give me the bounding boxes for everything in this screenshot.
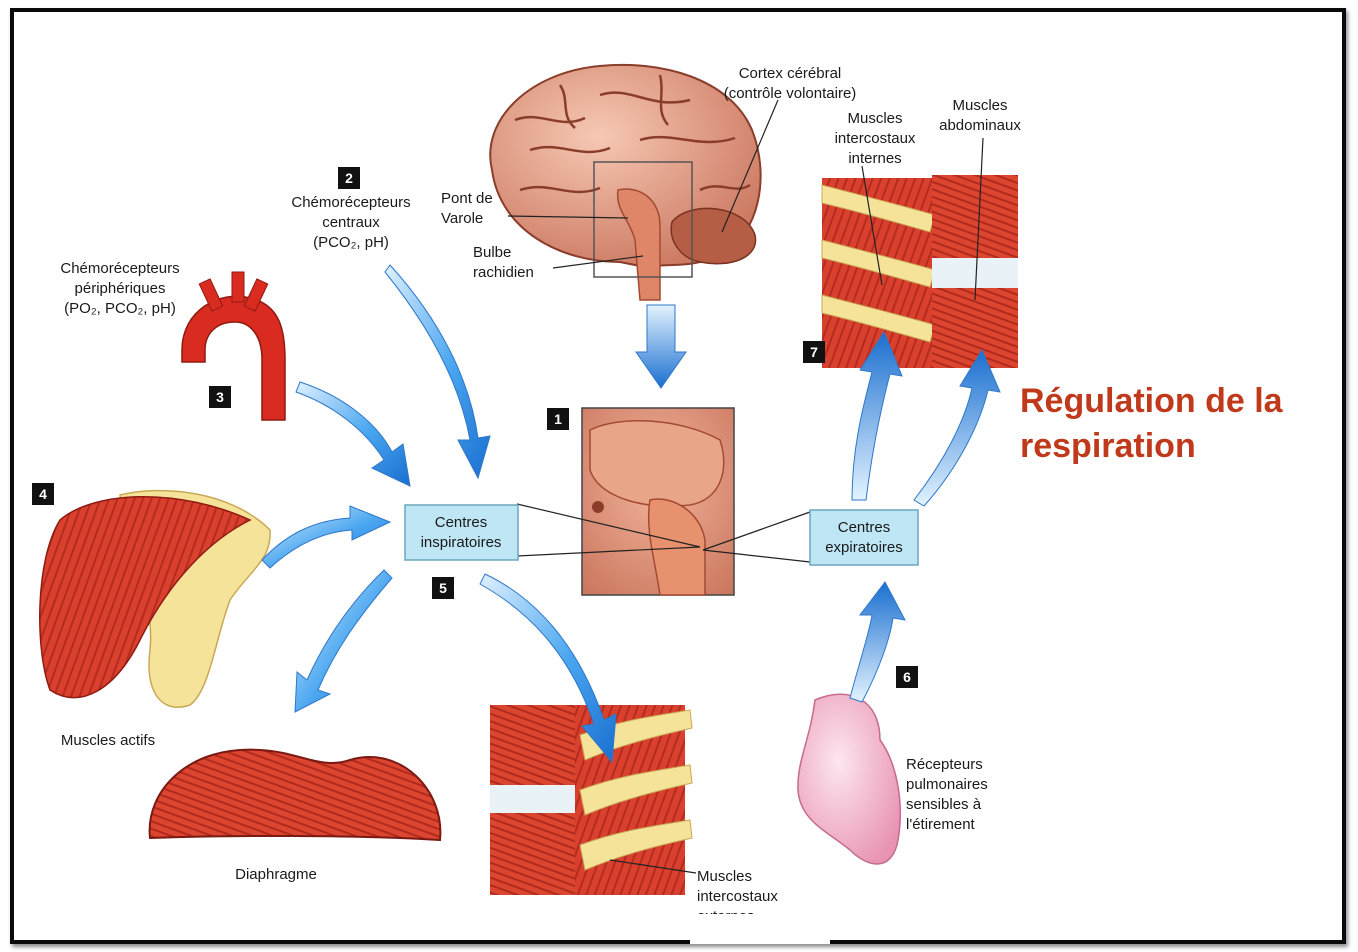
label-pont: Pont de Varole <box>441 190 493 227</box>
svg-text:l'étirement: l'étirement <box>906 816 976 833</box>
svg-text:Varole: Varole <box>441 210 483 227</box>
label-muscles-actifs: Muscles actifs <box>61 732 155 749</box>
svg-text:Récepteurs: Récepteurs <box>906 756 983 773</box>
svg-text:(contrôle volontaire): (contrôle volontaire) <box>724 85 857 102</box>
svg-text:2: 2 <box>345 170 353 186</box>
arrow-peripheral-chemo <box>296 382 410 486</box>
inspi-line2: inspiratoires <box>421 534 502 551</box>
label-abdominaux: Muscles abdominaux <box>939 97 1021 134</box>
svg-text:Chémorécepteurs: Chémorécepteurs <box>60 260 179 277</box>
svg-text:périphériques: périphériques <box>75 280 166 297</box>
title-line1: Régulation de la <box>1020 382 1284 420</box>
expi-line2: expiratoires <box>825 539 903 556</box>
badge-3: 3 <box>209 386 231 408</box>
arrow-brain-to-bulbe <box>636 305 686 388</box>
brainstem-zoom <box>582 408 734 595</box>
label-chemo-peripheral: Chémorécepteurs périphériques (PO₂, PCO₂… <box>60 260 179 317</box>
label-cutoff-mask <box>690 914 830 944</box>
svg-text:abdominaux: abdominaux <box>939 117 1021 134</box>
arrow-active-muscle <box>262 506 390 568</box>
svg-text:intercostaux: intercostaux <box>835 130 916 147</box>
svg-text:(PCO₂, pH): (PCO₂, pH) <box>313 234 389 251</box>
svg-text:sensibles à: sensibles à <box>906 796 982 813</box>
label-chemo-central: Chémorécepteurs centraux (PCO₂, pH) <box>291 194 410 251</box>
svg-text:Bulbe: Bulbe <box>473 244 511 261</box>
expi-line1: Centres <box>838 519 891 536</box>
badge-6: 6 <box>896 666 918 688</box>
label-intercostaux-internes: Muscles intercostaux internes <box>835 110 916 167</box>
svg-text:4: 4 <box>39 486 47 502</box>
svg-text:internes: internes <box>848 150 901 167</box>
inspi-line1: Centres <box>435 514 488 531</box>
svg-text:Muscles: Muscles <box>697 868 752 885</box>
badge-4: 4 <box>32 483 54 505</box>
svg-text:Muscles actifs: Muscles actifs <box>61 732 155 749</box>
label-diaphragme: Diaphragme <box>235 866 317 883</box>
svg-text:Diaphragme: Diaphragme <box>235 866 317 883</box>
box-centres-inspiratoires: Centres inspiratoires <box>405 505 518 560</box>
active-muscle-illustration <box>40 491 270 708</box>
svg-text:Chémorécepteurs: Chémorécepteurs <box>291 194 410 211</box>
svg-text:centraux: centraux <box>322 214 380 231</box>
svg-text:1: 1 <box>554 411 562 427</box>
internal-intercostal-illustration <box>822 178 935 368</box>
aorta-illustration <box>182 272 285 420</box>
svg-text:7: 7 <box>810 344 818 360</box>
svg-text:6: 6 <box>903 669 911 685</box>
svg-text:Cortex cérébral: Cortex cérébral <box>739 65 842 82</box>
label-recepteurs: Récepteurs pulmonaires sensibles à l'éti… <box>906 756 988 833</box>
label-bulbe: Bulbe rachidien <box>473 244 534 281</box>
abdominal-muscle-illustration <box>932 175 1018 368</box>
badge-5: 5 <box>432 577 454 599</box>
arrow-to-diaphragm <box>295 570 392 712</box>
svg-text:Muscles: Muscles <box>952 97 1007 114</box>
title-line2: respiration <box>1020 427 1196 465</box>
box-centres-expiratoires: Centres expiratoires <box>810 510 918 565</box>
badge-1: 1 <box>547 408 569 430</box>
svg-text:intercostaux: intercostaux <box>697 888 778 905</box>
svg-text:pulmonaires: pulmonaires <box>906 776 988 793</box>
svg-text:Muscles: Muscles <box>847 110 902 127</box>
badge-2: 2 <box>338 167 360 189</box>
arrow-expi-to-abdominal <box>914 350 1000 506</box>
svg-text:3: 3 <box>216 389 224 405</box>
svg-text:Pont de: Pont de <box>441 190 493 207</box>
diagram-title: Régulation de la respiration <box>1020 382 1284 465</box>
svg-text:rachidien: rachidien <box>473 264 534 281</box>
diaphragm-illustration <box>150 750 441 840</box>
label-cortex: Cortex cérébral (contrôle volontaire) <box>724 65 857 102</box>
svg-text:(PO₂, PCO₂, pH): (PO₂, PCO₂, pH) <box>64 300 176 317</box>
lung-illustration <box>798 694 900 864</box>
badge-7: 7 <box>803 341 825 363</box>
svg-text:5: 5 <box>439 580 447 596</box>
